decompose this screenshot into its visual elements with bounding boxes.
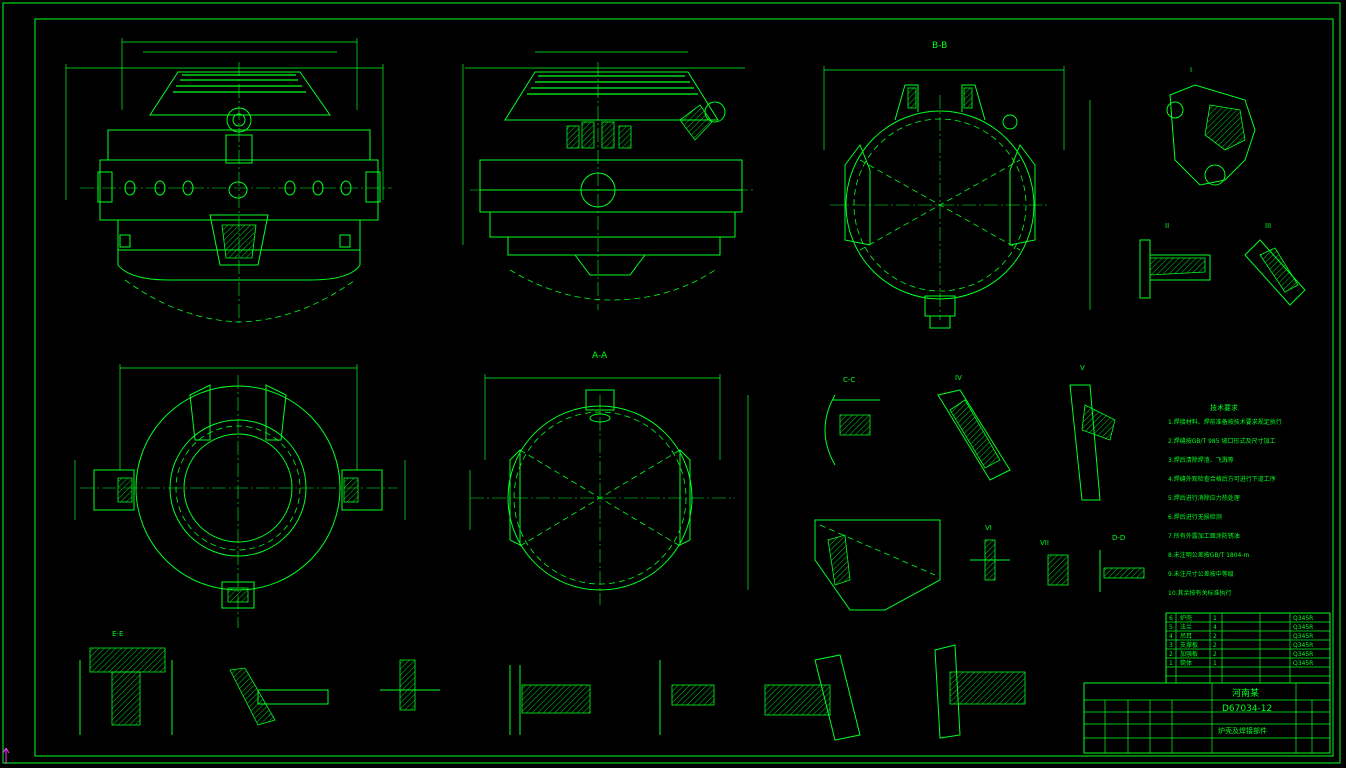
section-cc-view: C-C	[824, 376, 880, 466]
bottom-detail-4	[659, 660, 715, 735]
parts-row-name: 加强板	[1180, 650, 1198, 658]
section-bb-view: B-B	[823, 41, 1091, 329]
parts-row-no: 4	[1169, 633, 1173, 640]
detail-iii-view: III	[1244, 222, 1306, 306]
bottom-detail-3	[509, 665, 591, 735]
note-line: 7.所有外露加工面涂防锈油	[1168, 532, 1240, 540]
parts-row-name: 支撑板	[1180, 641, 1198, 649]
label-dd: D-D	[1112, 534, 1125, 542]
bottom-detail-2	[380, 659, 440, 711]
plan-view-ring	[74, 364, 406, 628]
parts-row-qty: 2	[1213, 642, 1217, 649]
section-aa-view: A-A	[469, 351, 749, 605]
note-line: 8.未注明公差按GB/T 1804-m	[1168, 551, 1250, 559]
parts-row-no: 5	[1169, 624, 1173, 631]
drawing-number: D67034-12	[1222, 704, 1272, 714]
note-line: 3.焊后清除焊渣、飞溅等	[1168, 456, 1234, 464]
parts-row-material: Q345R	[1293, 660, 1313, 667]
label-detail-vi: VI	[985, 524, 992, 532]
company-name: 河南某	[1232, 687, 1259, 699]
label-detail-vii: VII	[1040, 539, 1049, 547]
label-detail-v: V	[1080, 364, 1085, 372]
detail-iv-view: IV	[937, 374, 1011, 481]
parts-row-material: Q345R	[1293, 642, 1313, 649]
parts-row-material: Q345R	[1293, 624, 1313, 631]
note-line: 10.其余按有关标准执行	[1168, 589, 1232, 597]
front-elevation-view	[65, 38, 392, 325]
note-line: 2.焊缝按GB/T 985 坡口形式及尺寸加工	[1168, 437, 1275, 445]
parts-row-qty: 1	[1213, 660, 1217, 667]
note-line: 4.焊缝外观检查合格后方可进行下道工序	[1168, 475, 1276, 483]
parts-row-qty: 2	[1213, 633, 1217, 640]
side-elevation-view	[462, 51, 755, 310]
detail-ii-view: II	[1139, 222, 1211, 299]
detail-i-view: I	[1166, 66, 1256, 186]
detail-bracket-view	[814, 519, 941, 611]
bottom-detail-1	[229, 667, 329, 726]
note-line: 6.焊后进行无损检测	[1168, 513, 1222, 521]
label-bb: B-B	[932, 41, 947, 51]
inner-border	[34, 18, 1334, 757]
label-aa: A-A	[592, 351, 608, 361]
parts-row-material: Q345R	[1293, 633, 1313, 640]
technical-notes: 技术要求 1.焊接材料、焊前准备按技术要求规定执行 2.焊缝按GB/T 985 …	[1168, 403, 1282, 597]
parts-row-name: 吊耳	[1180, 633, 1192, 640]
note-line: 5.焊后进行消除应力热处理	[1168, 494, 1240, 502]
parts-row-no: 2	[1169, 651, 1173, 658]
note-line: 9.未注尺寸公差按中等级	[1168, 570, 1234, 578]
parts-row-no: 3	[1169, 642, 1173, 649]
section-dd-view: D-D	[1099, 534, 1145, 592]
parts-row-qty: 1	[1213, 615, 1217, 622]
detail-vi-view: VI	[970, 524, 1010, 581]
notes-title: 技术要求	[1210, 403, 1238, 412]
label-detail-iii: III	[1265, 222, 1271, 230]
parts-row-no: 6	[1169, 615, 1173, 622]
bottom-detail-6	[934, 644, 1026, 739]
title-block: 6 炉壳 1 Q345R 5 法兰 4 Q345R 4 吊耳 2 Q345R 3…	[1083, 612, 1331, 754]
label-ee: E-E	[112, 630, 123, 638]
label-cc: C-C	[843, 376, 855, 384]
parts-row-name: 炉壳	[1180, 614, 1192, 622]
section-ee-view: E-E	[79, 630, 173, 735]
detail-vii-view: VII	[1040, 539, 1069, 586]
label-detail-ii: II	[1165, 222, 1169, 230]
detail-v-view: V	[1069, 364, 1116, 501]
label-detail-iv: IV	[955, 374, 962, 382]
bottom-detail-5	[764, 654, 861, 741]
parts-row-material: Q345R	[1293, 615, 1313, 622]
parts-row-name: 筒体	[1180, 659, 1192, 667]
parts-row-qty: 4	[1213, 624, 1217, 631]
parts-row-qty: 2	[1213, 651, 1217, 658]
label-detail-i: I	[1190, 66, 1192, 74]
part-name: 炉壳及焊接部件	[1218, 726, 1267, 735]
parts-row-no: 1	[1169, 660, 1173, 667]
note-line: 1.焊接材料、焊前准备按技术要求规定执行	[1168, 418, 1282, 426]
ucs-icon	[2, 747, 10, 764]
parts-row-material: Q345R	[1293, 651, 1313, 658]
parts-row-name: 法兰	[1180, 623, 1192, 631]
